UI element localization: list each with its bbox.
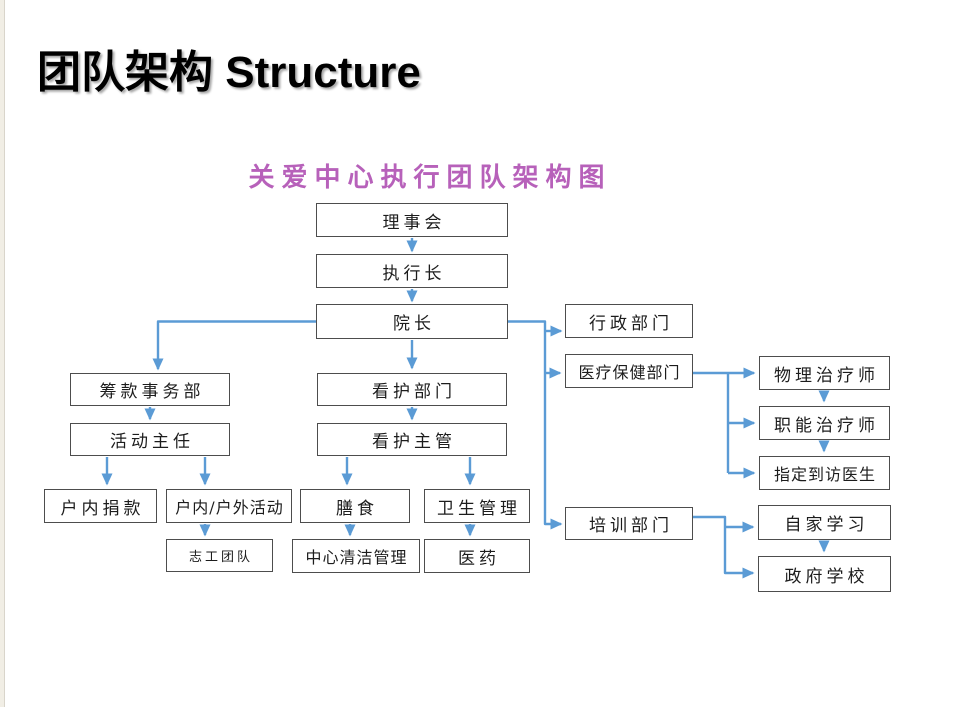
node-occupational-therapist: 职能治疗师 xyxy=(759,406,890,440)
node-training-dept: 培训部门 xyxy=(565,507,693,540)
page-title: 团队架构 Structure xyxy=(37,48,421,97)
node-care-dept: 看护部门 xyxy=(317,373,507,406)
node-volunteer-team: 志工团队 xyxy=(166,539,273,572)
node-director: 院长 xyxy=(316,304,508,339)
connector-training-government xyxy=(693,515,755,579)
node-fundraising-dept: 筹款事务部 xyxy=(70,373,230,406)
node-home-study: 自家学习 xyxy=(758,505,891,540)
node-care-supervisor: 看护主管 xyxy=(317,423,507,456)
node-medicine: 医药 xyxy=(424,539,530,573)
slide-left-edge-strip xyxy=(0,0,4,707)
node-admin-dept: 行政部门 xyxy=(565,304,693,338)
node-hygiene-mgmt: 卫生管理 xyxy=(424,489,530,523)
node-center-cleaning: 中心清洁管理 xyxy=(292,539,420,573)
slide-left-edge-line xyxy=(4,0,5,707)
node-board: 理事会 xyxy=(316,203,508,237)
node-activity-director: 活动主任 xyxy=(70,423,230,456)
node-government-school: 政府学校 xyxy=(758,556,891,592)
connector-director-fundraising xyxy=(152,320,316,371)
diagram-title: 关爱中心执行团队架构图 xyxy=(248,163,612,193)
node-indoor-donation: 户内捐款 xyxy=(44,489,157,523)
node-ceo: 执行长 xyxy=(316,254,508,288)
node-designated-visiting-doctor: 指定到访医生 xyxy=(759,456,890,490)
node-medical-health-dept: 医疗保健部门 xyxy=(565,354,693,388)
node-indoor-outdoor-activity: 户内/户外活动 xyxy=(166,489,292,523)
node-physical-therapist: 物理治疗师 xyxy=(759,356,890,390)
node-meals: 膳食 xyxy=(300,489,410,523)
